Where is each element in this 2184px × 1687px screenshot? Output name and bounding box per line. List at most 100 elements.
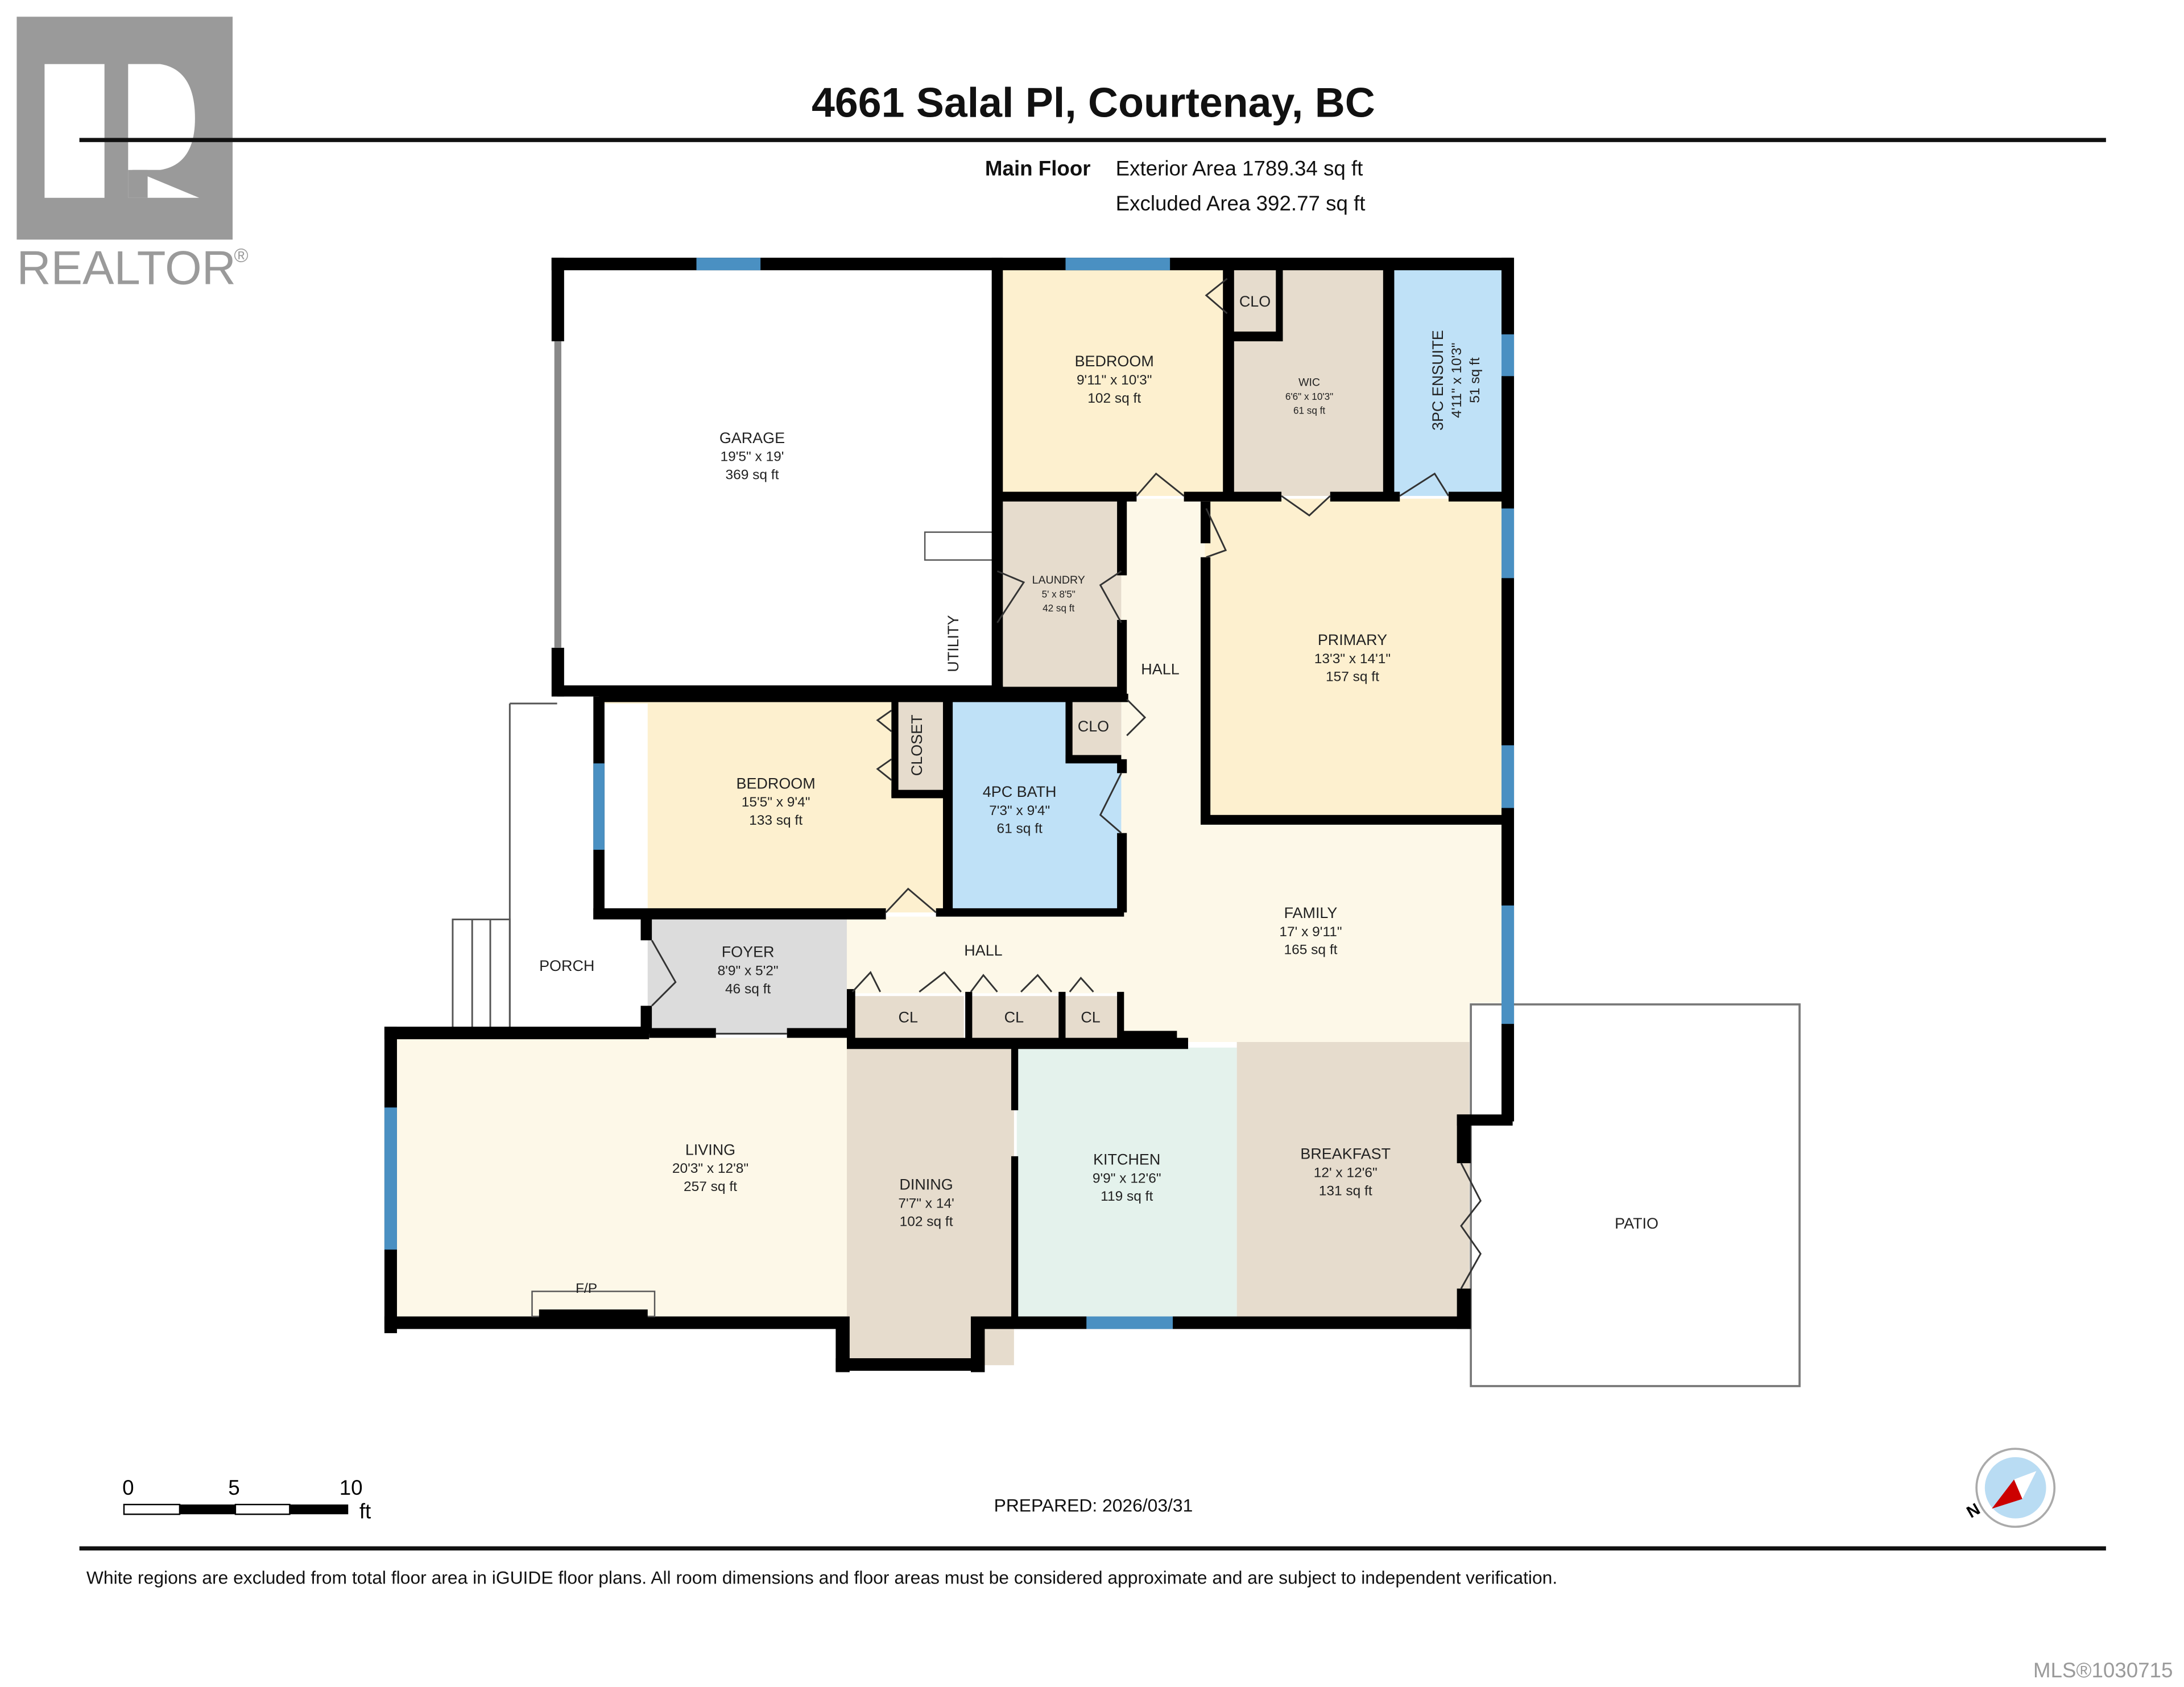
page-title: 4661 Salal Pl, Courtenay, BC (812, 79, 1375, 126)
scale-tick-5: 5 (228, 1476, 239, 1499)
room-porch[interactable] (508, 703, 648, 1031)
mls-number: MLS®1030715 (2033, 1659, 2173, 1682)
realtor-logo: REALTOR ® (16, 16, 249, 295)
room-name: FOYER (722, 944, 775, 961)
room-dims: 5' x 8'5" (1042, 589, 1076, 600)
room-foyer[interactable] (647, 916, 847, 1035)
disclaimer: White regions are excluded from total fl… (86, 1568, 1557, 1588)
room-label-clo-2: CLO (1078, 718, 1109, 735)
room-ensuite[interactable] (1387, 264, 1504, 496)
room-area: 102 sq ft (1087, 391, 1141, 406)
room-cl-2[interactable] (970, 996, 1059, 1043)
room-label-living: LIVING 20'3" x 12'8" 257 sq ft (672, 1141, 748, 1194)
room-name: CLOSET (908, 714, 925, 776)
room-area: 257 sq ft (684, 1179, 737, 1194)
header-rule (79, 138, 2106, 142)
room-area: 165 sq ft (1284, 942, 1338, 958)
room-name: LIVING (685, 1141, 735, 1158)
room-name: CL (1004, 1009, 1024, 1026)
room-label-utility: UTILITY (945, 615, 962, 672)
room-patio[interactable] (1469, 1003, 1800, 1386)
room-dims: 6'6" x 10'3" (1285, 391, 1333, 402)
room-fills (392, 264, 1800, 1386)
room-area: 42 sq ft (1043, 602, 1074, 614)
room-dims: 19'5" x 19' (720, 449, 784, 465)
room-utility[interactable] (925, 532, 995, 690)
room-area: 369 sq ft (725, 468, 779, 483)
room-bedroom-1[interactable] (599, 696, 948, 913)
scale-tick-10: 10 (340, 1476, 363, 1499)
room-label-cl-1: CL (899, 1009, 918, 1026)
room-name: UTILITY (945, 615, 962, 672)
room-dims: 12' x 12'6" (1314, 1165, 1378, 1181)
room-name: PATIO (1615, 1215, 1658, 1232)
room-dims: 7'7" x 14' (898, 1196, 954, 1211)
room-label-cl-3: CL (1081, 1009, 1100, 1026)
room-cl-3[interactable] (1065, 996, 1119, 1043)
room-dims: 17' x 9'11" (1279, 924, 1342, 940)
room-hall-2[interactable] (846, 916, 1122, 994)
doors[interactable] (651, 278, 1482, 1289)
room-area: 157 sq ft (1326, 669, 1379, 685)
room-area: 133 sq ft (749, 813, 803, 828)
room-area: 46 sq ft (725, 981, 771, 997)
porch-stairs (452, 919, 511, 1032)
room-name: WIC (1298, 376, 1320, 388)
windows (384, 258, 1515, 1329)
room-name: LAUNDRY (1032, 574, 1085, 586)
room-dims: 7'3" x 9'4" (989, 803, 1050, 818)
room-label-patio: PATIO (1615, 1215, 1658, 1232)
room-closet[interactable] (891, 696, 948, 795)
room-area: 51 sq ft (1467, 357, 1483, 403)
room-cl-1[interactable] (852, 996, 964, 1043)
floor-label: Main Floor (985, 157, 1091, 180)
garage-door[interactable] (554, 341, 561, 648)
room-name: HALL (964, 942, 1002, 959)
room-name: BEDROOM (736, 775, 815, 792)
realtor-wordmark: REALTOR (16, 242, 236, 295)
fireplace: F/P (531, 1281, 656, 1318)
room-name: CL (1081, 1009, 1100, 1026)
room-living[interactable] (392, 1037, 847, 1321)
room-name: CLO (1078, 718, 1109, 735)
room-laundry[interactable] (997, 498, 1122, 690)
compass-icon: N (1963, 1448, 2056, 1528)
room-label-foyer: FOYER 8'9" x 5'2" 46 sq ft (718, 944, 779, 997)
room-breakfast[interactable] (1236, 1042, 1502, 1321)
room-dining[interactable] (846, 1047, 1014, 1366)
room-name: GARAGE (719, 429, 785, 446)
room-garage[interactable] (557, 264, 996, 690)
room-dims: 8'9" x 5'2" (718, 963, 779, 978)
room-name: CL (899, 1009, 918, 1026)
patio-outline (1470, 1003, 1801, 1387)
room-area: 61 sq ft (1293, 404, 1325, 416)
room-wic[interactable] (1227, 264, 1388, 496)
room-label-wic: WIC 6'6" x 10'3" 61 sq ft (1285, 376, 1333, 416)
room-dims: 20'3" x 12'8" (672, 1161, 748, 1176)
fireplace-label: F/P (576, 1281, 597, 1296)
room-label-cl-2: CL (1004, 1009, 1024, 1026)
room-label-hall-2: HALL (964, 942, 1002, 959)
room-name: HALL (1141, 660, 1179, 677)
scale-bar: 0 5 10 ft (122, 1476, 371, 1523)
room-kitchen[interactable] (1016, 1047, 1237, 1321)
room-label-hall-1: HALL (1141, 660, 1179, 677)
room-dims: 15'5" x 9'4" (742, 795, 810, 810)
room-primary[interactable] (1205, 498, 1504, 820)
scale-tick-0: 0 (122, 1476, 134, 1499)
room-label-garage: GARAGE 19'5" x 19' 369 sq ft (719, 429, 785, 483)
room-bedroom-2[interactable] (997, 264, 1227, 496)
room-family[interactable] (1121, 819, 1504, 1043)
room-label-bedroom-1: BEDROOM 15'5" x 9'4" 133 sq ft (736, 775, 815, 828)
room-area: 61 sq ft (996, 821, 1042, 837)
room-clo-2[interactable] (1065, 696, 1122, 759)
room-label-porch: PORCH (539, 957, 594, 974)
room-dims: 4'11" x 10'3" (1449, 342, 1465, 417)
room-dims: 13'3" x 14'1" (1314, 651, 1391, 667)
